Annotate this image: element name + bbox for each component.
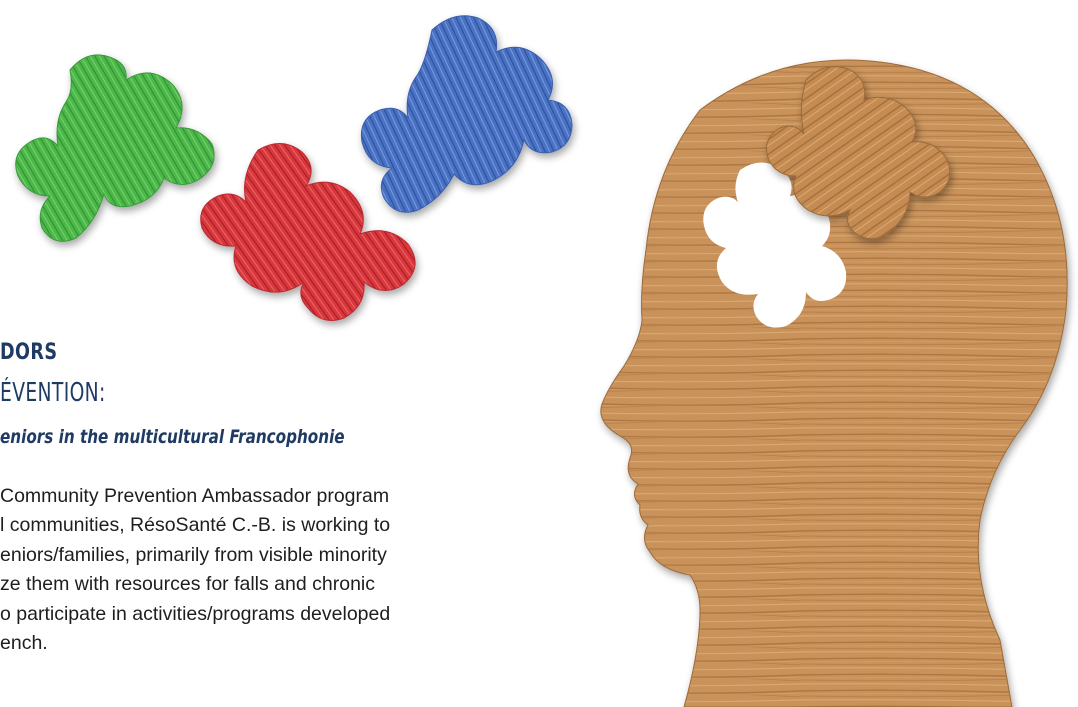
red-puzzle-piece: [200, 143, 416, 321]
wooden-puzzle-piece: [766, 66, 951, 240]
green-puzzle-piece: [15, 54, 215, 242]
blue-puzzle-piece: [360, 15, 573, 213]
